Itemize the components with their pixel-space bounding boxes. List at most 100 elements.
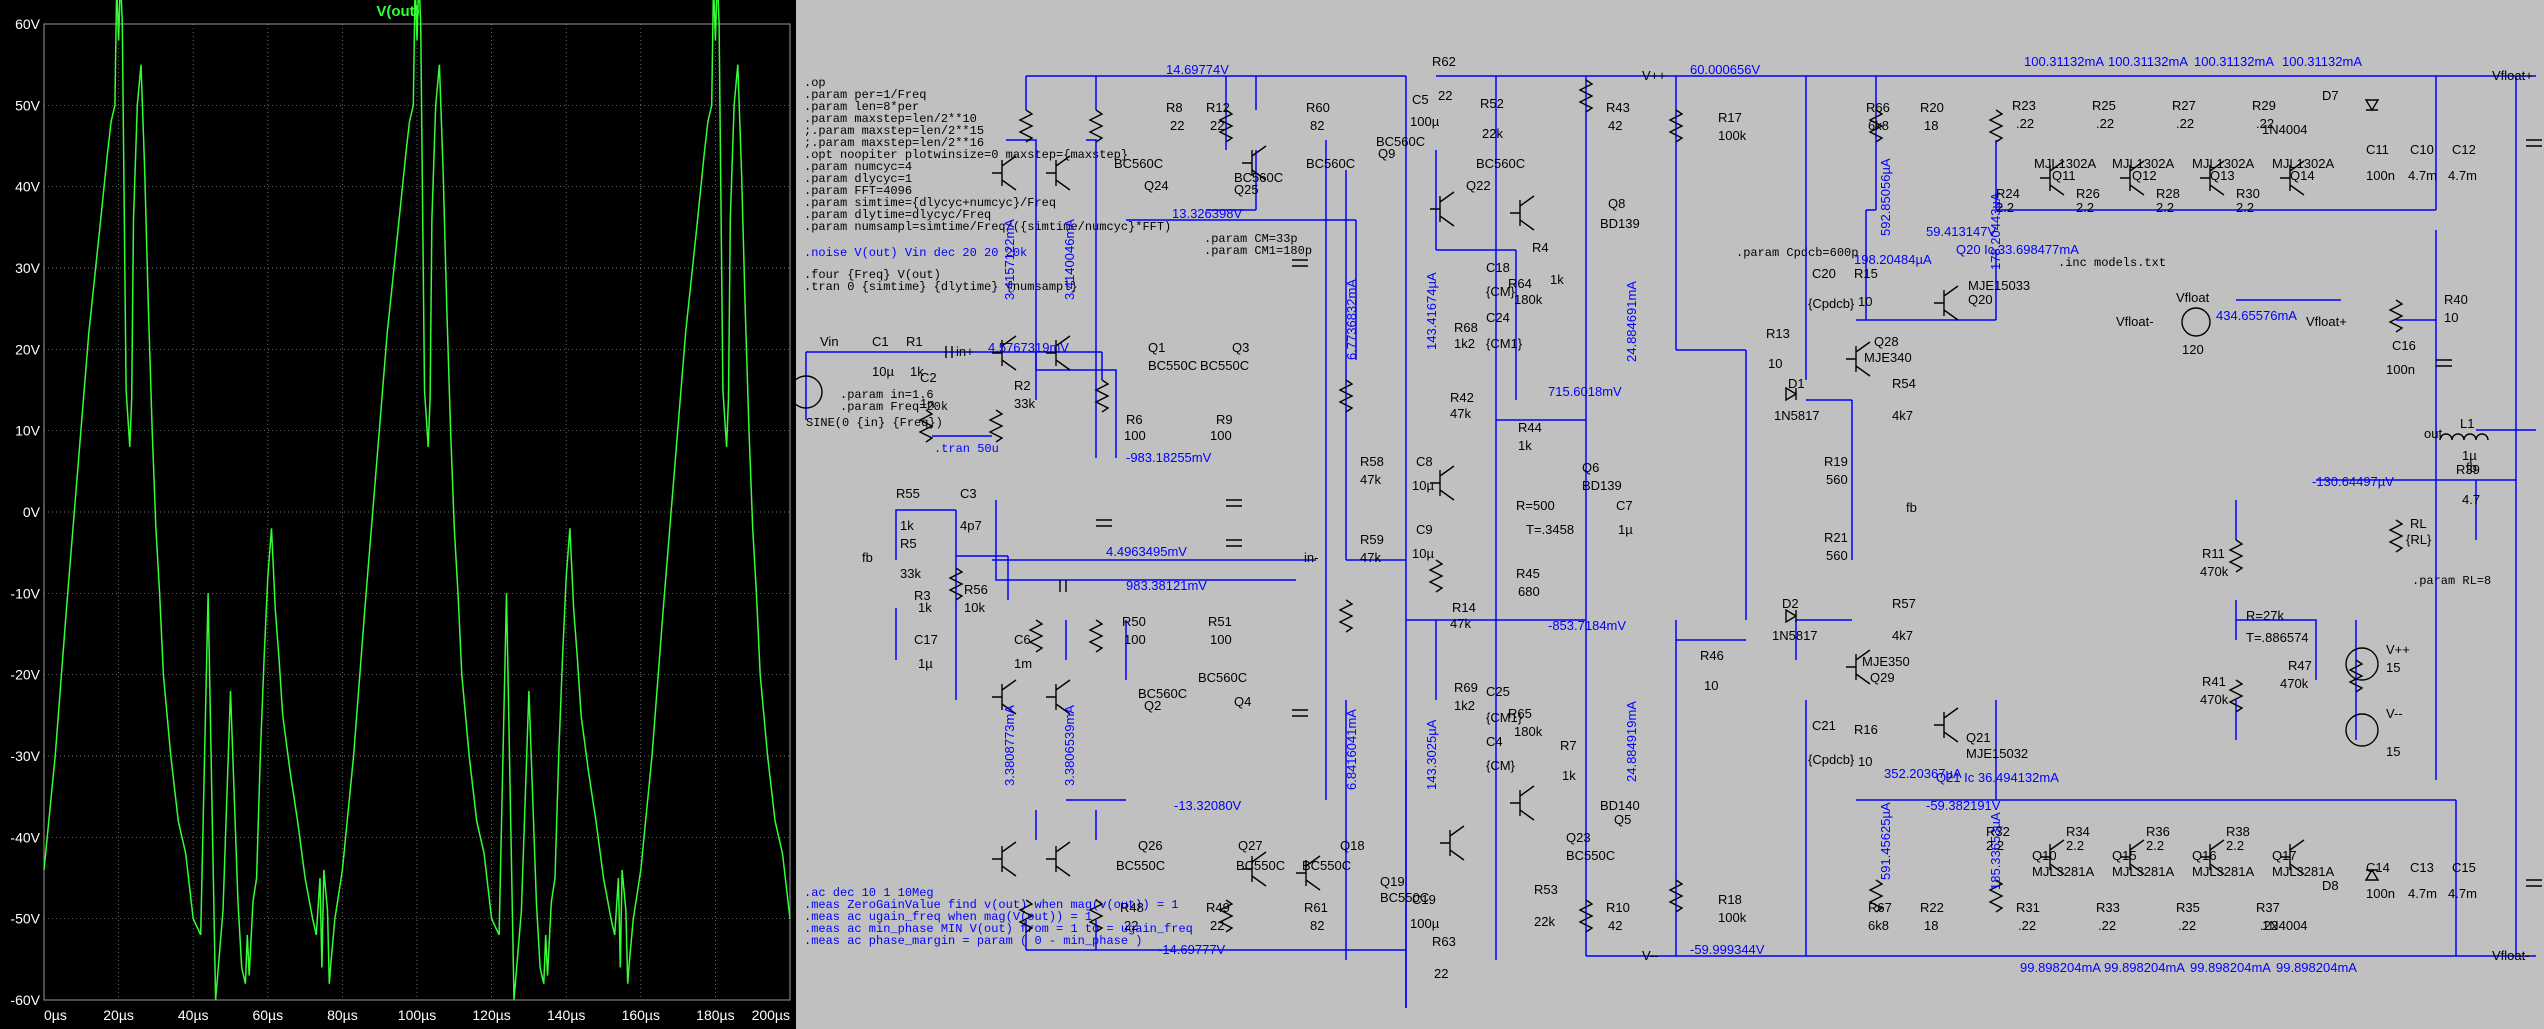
r7-value[interactable]: 1k xyxy=(1562,768,1576,783)
directive-line[interactable]: .opt noopiter plotwinsize=0 maxstep={max… xyxy=(804,148,1128,162)
c13-label[interactable]: C13 xyxy=(2410,860,2434,875)
q6-label[interactable]: Q6 xyxy=(1582,460,1599,475)
d1-label[interactable]: D1 xyxy=(1788,376,1805,391)
c6-value[interactable]: 1m xyxy=(1014,656,1032,671)
r24-value[interactable]: 2.2 xyxy=(1996,200,2014,215)
vmm-source-label[interactable]: V-- xyxy=(2386,706,2403,721)
r25-label[interactable]: R25 xyxy=(2092,98,2116,113)
d8-model[interactable]: 1N4004 xyxy=(2262,918,2308,933)
q21-model[interactable]: MJE15032 xyxy=(1966,746,2028,761)
r24-label[interactable]: R24 xyxy=(1996,186,2020,201)
r57-label[interactable]: R57 xyxy=(1892,596,1916,611)
q17-label[interactable]: Q17 xyxy=(2272,848,2297,863)
r65-value[interactable]: 180k xyxy=(1514,724,1543,739)
r19-label[interactable]: R19 xyxy=(1824,454,1848,469)
q25-label[interactable]: Q25 xyxy=(1234,182,1259,197)
c24-value[interactable]: {CM1} xyxy=(1486,336,1523,351)
r45-label[interactable]: R45 xyxy=(1516,566,1540,581)
r7-label[interactable]: R7 xyxy=(1560,738,1577,753)
q27-label[interactable]: Q27 xyxy=(1238,838,1263,853)
c10-value[interactable]: 4.7m xyxy=(2408,168,2437,183)
q5-model[interactable]: BD140 xyxy=(1600,798,1640,813)
r58-value[interactable]: 47k xyxy=(1360,472,1381,487)
r42-value[interactable]: 47k xyxy=(1450,406,1471,421)
q1-model[interactable]: BC550C xyxy=(1148,358,1197,373)
r30-label[interactable]: R30 xyxy=(2236,186,2260,201)
r49-label[interactable]: R49 xyxy=(1206,900,1230,915)
vpp-source-value[interactable]: 15 xyxy=(2386,660,2400,675)
c4-label[interactable]: C4 xyxy=(1486,734,1503,749)
c9-label[interactable]: C9 xyxy=(1416,522,1433,537)
r25-value[interactable]: .22 xyxy=(2096,116,2114,131)
directive-line[interactable]: .param simtime={dlycyc+numcyc}/Freq xyxy=(804,196,1056,210)
r63-value[interactable]: 22 xyxy=(1434,966,1448,981)
c11-value[interactable]: 100n xyxy=(2366,168,2395,183)
r11-value[interactable]: 470k xyxy=(2200,564,2229,579)
r10-value[interactable]: 42 xyxy=(1608,918,1622,933)
q28-label[interactable]: Q28 xyxy=(1874,334,1899,349)
r69-label[interactable]: R69 xyxy=(1454,680,1478,695)
directive-line[interactable]: .param len=8*per xyxy=(804,100,919,114)
r20-label[interactable]: R20 xyxy=(1920,100,1944,115)
r37-value[interactable]: .22 xyxy=(2260,918,2278,933)
r14-value[interactable]: 47k xyxy=(1450,616,1471,631)
c3-value[interactable]: 4p7 xyxy=(960,518,982,533)
r48-value[interactable]: 22 xyxy=(1124,918,1138,933)
r66-label[interactable]: R66 xyxy=(1866,100,1890,115)
meas-directive[interactable]: .meas ac ugain_freq when mag(V(out)) = 1 xyxy=(804,910,1092,924)
q6-model[interactable]: BD139 xyxy=(1582,478,1622,493)
c1-value[interactable]: 10µ xyxy=(872,364,894,379)
r3-label[interactable]: R3 xyxy=(914,588,931,603)
r64-label[interactable]: R64 xyxy=(1508,276,1532,291)
r6-label[interactable]: R6 xyxy=(1126,412,1143,427)
d8-label[interactable]: D8 xyxy=(2322,878,2339,893)
r32-value[interactable]: 2.2 xyxy=(1986,838,2004,853)
c15-value[interactable]: 4.7m xyxy=(2448,886,2477,901)
r4-label[interactable]: R4 xyxy=(1532,240,1549,255)
q29-label[interactable]: Q29 xyxy=(1870,670,1895,685)
q2-model[interactable]: BC560C xyxy=(1138,686,1187,701)
q11-label[interactable]: Q11 xyxy=(2052,168,2076,183)
r51-label[interactable]: R51 xyxy=(1208,614,1232,629)
c16-value[interactable]: 100n xyxy=(2386,362,2415,377)
r52-value[interactable]: 22k xyxy=(1482,126,1503,141)
c6-label[interactable]: C6 xyxy=(1014,632,1031,647)
r4-value[interactable]: 1k xyxy=(1550,272,1564,287)
r11-label[interactable]: R11 xyxy=(2202,546,2225,561)
r65-label[interactable]: R65 xyxy=(1508,706,1532,721)
directive-line[interactable]: .param FFT=4096 xyxy=(804,184,912,198)
r5-value[interactable]: 33k xyxy=(900,566,921,581)
q3-label[interactable]: Q3 xyxy=(1232,340,1249,355)
c8-label[interactable]: C8 xyxy=(1416,454,1433,469)
r50-label[interactable]: R50 xyxy=(1122,614,1146,629)
r21-value[interactable]: 560 xyxy=(1826,548,1848,563)
component-labels[interactable]: C1 10µ R1 1k C2 1n R2 33k R55 1k C3 4p7 … xyxy=(872,54,2480,981)
r56-label[interactable]: R56 xyxy=(964,582,988,597)
q9-model[interactable]: BC560C xyxy=(1306,156,1355,171)
c14-label[interactable]: C14 xyxy=(2366,860,2390,875)
directive-line[interactable]: .param numcyc=4 xyxy=(804,160,912,174)
r44-label[interactable]: R44 xyxy=(1518,420,1542,435)
r36-label[interactable]: R36 xyxy=(2146,824,2170,839)
r50-value[interactable]: 100 xyxy=(1124,632,1146,647)
r66-value[interactable]: 6k8 xyxy=(1868,118,1889,133)
bias-pot-position[interactable]: T=.886574 xyxy=(2246,630,2309,645)
param-cpdcb[interactable]: .param Cpdcb=600p xyxy=(1736,246,1858,260)
c5-label[interactable]: C5 xyxy=(1412,92,1429,107)
r55-label[interactable]: R55 xyxy=(896,486,920,501)
q16-label[interactable]: Q16 xyxy=(2192,848,2217,863)
q14-model[interactable]: MJL1302A xyxy=(2272,156,2334,171)
r67-value[interactable]: 6k8 xyxy=(1868,918,1889,933)
r46-value[interactable]: 10 xyxy=(1704,678,1718,693)
trace-title[interactable]: V(out) xyxy=(376,3,419,20)
c14-value[interactable]: 100n xyxy=(2366,886,2395,901)
directive-line[interactable]: .param dlytime=dlycyc/Freq xyxy=(804,208,991,222)
d2-model[interactable]: 1N5817 xyxy=(1772,628,1818,643)
r40-label[interactable]: R40 xyxy=(2444,292,2468,307)
q21-label[interactable]: Q21 xyxy=(1966,730,1991,745)
q8-model[interactable]: BD139 xyxy=(1600,216,1640,231)
r8-value[interactable]: 22 xyxy=(1170,118,1184,133)
r13-label[interactable]: R13 xyxy=(1766,326,1790,341)
r44-value[interactable]: 1k xyxy=(1518,438,1532,453)
q23-model[interactable]: BC550C xyxy=(1566,848,1615,863)
